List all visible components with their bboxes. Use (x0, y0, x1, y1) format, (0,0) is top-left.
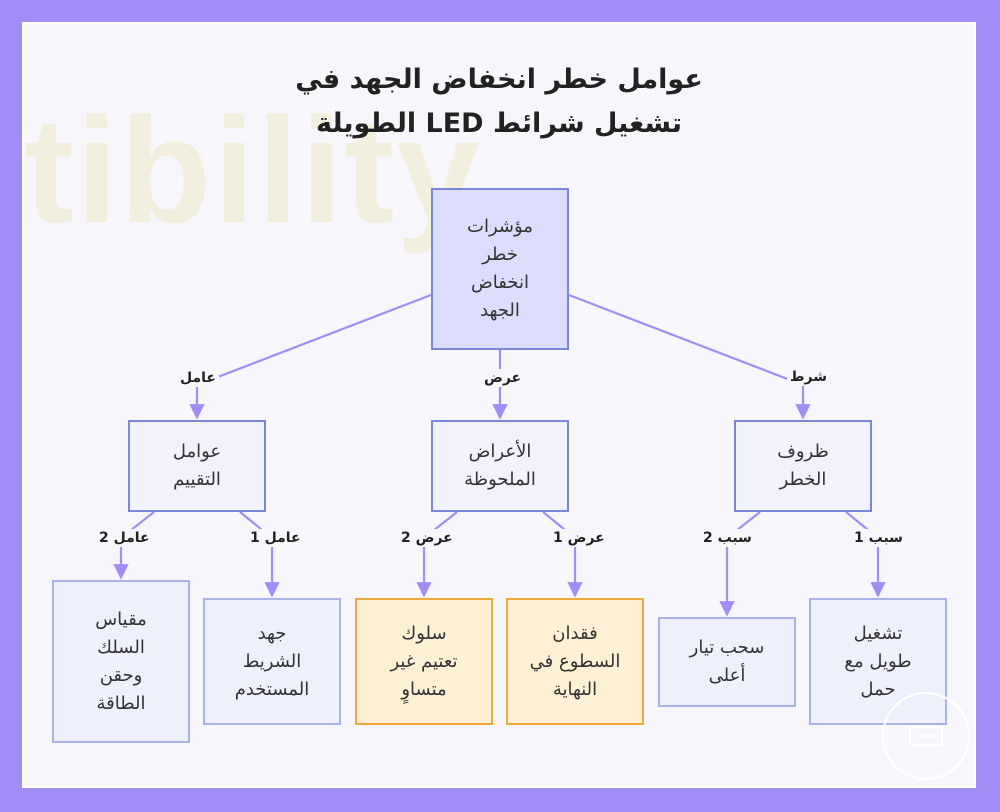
node-wire-gauge-injection: مقياس السلك وحقن الطاقة (52, 580, 190, 743)
edge-label-factor-1: عامل 1 (247, 529, 304, 547)
edge-label-factor: عامل (177, 369, 219, 387)
title-line-2: تشغيل شرائط LED الطويلة (315, 108, 683, 139)
edge-symptoms-symptom1 (542, 511, 583, 598)
node-voltage-drop-indicators: مؤشرات خطر انخفاض الجهد (431, 188, 569, 350)
edge-conditions-cause1 (845, 511, 886, 598)
logo-badge-icon (882, 692, 970, 780)
edge-label-condition: شرط (787, 368, 831, 386)
title-line-1: عوامل خطر انخفاض الجهد في (295, 64, 703, 95)
edge-symptoms-symptom2 (416, 511, 458, 598)
edge-factors-factor1 (239, 511, 280, 598)
edge-root-factors (189, 293, 432, 420)
background-watermark: tibility (24, 86, 482, 254)
edge-label-cause-1: سبب 1 (851, 529, 906, 547)
node-assessment-factors: عوامل التقييم (128, 420, 266, 512)
edge-root-conditions (568, 293, 811, 420)
edge-label-cause-2: سبب 2 (700, 529, 755, 547)
edge-conditions-cause2 (719, 511, 761, 617)
node-risk-conditions: ظروف الخطر (734, 420, 872, 512)
node-long-load-operation: تشغيل طويل مع حمل (809, 598, 947, 725)
edge-label-symptom: عرض (481, 369, 525, 387)
node-uneven-dimming: سلوك تعتيم غير متساوٍ (355, 598, 493, 725)
node-observed-symptoms: الأعراض الملحوظة (431, 420, 569, 512)
node-end-brightness-loss: فقدان السطوع في النهاية (506, 598, 644, 725)
badge-glyph-icon (909, 726, 943, 746)
node-higher-current-draw: سحب تيار أعلى (658, 617, 796, 707)
diagram-title: عوامل خطر انخفاض الجهد في تشغيل شرائط LE… (22, 58, 976, 146)
edge-label-symptom-1: عرض 1 (550, 529, 608, 547)
edge-label-symptom-2: عرض 2 (398, 529, 456, 547)
edge-label-factor-2: عامل 2 (96, 529, 153, 547)
node-strip-voltage: جهد الشريط المستخدم (203, 598, 341, 725)
